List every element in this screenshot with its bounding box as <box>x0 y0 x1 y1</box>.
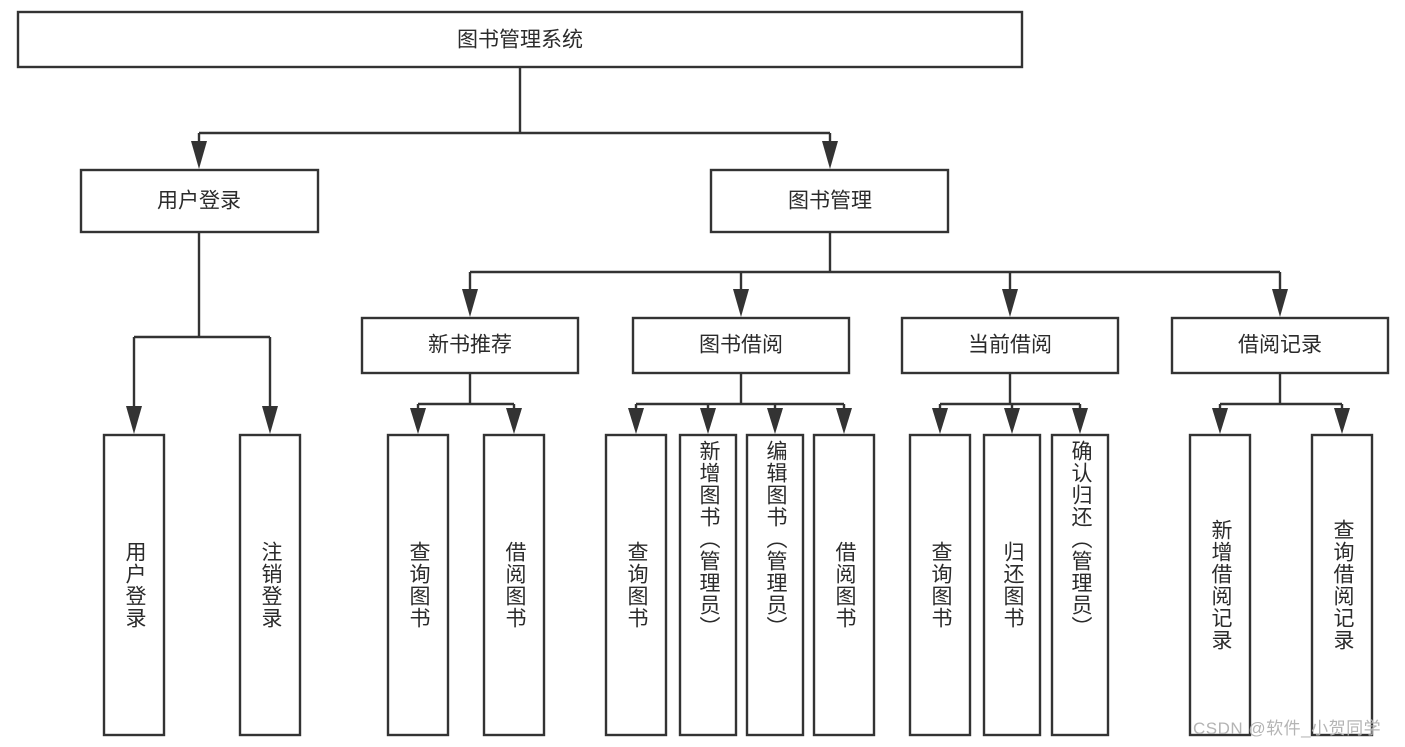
arrowhead-leaf-query-book-3 <box>932 408 948 434</box>
arrowhead-leaf-edit-book-admin <box>767 408 783 434</box>
node-root-box[interactable] <box>16 10 1024 69</box>
arrowhead-leaf-logout <box>262 406 278 434</box>
arrowhead-user-login <box>191 141 207 169</box>
node-book-manage-box[interactable] <box>709 168 950 234</box>
node-current-borrow[interactable]: 当前借阅 <box>900 316 1120 375</box>
leaf-user-login-box[interactable] <box>102 433 166 737</box>
arrowhead-leaf-borrow-book-1 <box>506 408 522 434</box>
arrowhead-book-borrow <box>733 289 749 317</box>
node-layer: 图书管理系统 用户登录 图书管理 新书推荐 图书借阅 <box>16 10 1390 737</box>
leaf-borrow-book-1-box[interactable] <box>482 433 546 737</box>
leaf-confirm-return-admin-box[interactable] <box>1050 433 1110 737</box>
leaf-query-borrow-record-box[interactable] <box>1310 433 1374 737</box>
node-user-login-label: 用户登录 <box>157 190 241 213</box>
arrowhead-borrow-record <box>1272 289 1288 317</box>
node-current-borrow-box[interactable] <box>900 316 1120 375</box>
node-user-login-box[interactable] <box>79 168 320 234</box>
node-root-label: 图书管理系统 <box>457 29 583 52</box>
node-new-book-recommend-label: 新书推荐 <box>428 334 512 357</box>
leaf-query-book-1-box[interactable] <box>386 433 450 737</box>
arrowhead-leaf-add-book-admin <box>700 408 716 434</box>
leaf-box-layer <box>102 433 1374 737</box>
arrowhead-leaf-add-borrow-record <box>1212 408 1228 434</box>
arrowhead-leaf-query-book-1 <box>410 408 426 434</box>
arrowhead-leaf-borrow-book-2 <box>836 408 852 434</box>
node-book-borrow[interactable]: 图书借阅 <box>631 316 851 375</box>
node-current-borrow-label: 当前借阅 <box>968 334 1052 357</box>
arrowhead-current-borrow <box>1002 289 1018 317</box>
arrowhead-leaf-confirm-return-admin <box>1072 408 1088 434</box>
node-book-borrow-label: 图书借阅 <box>699 334 783 357</box>
arrowhead-book-manage <box>822 141 838 169</box>
node-book-manage-label: 图书管理 <box>788 190 872 213</box>
arrowhead-leaf-user-login <box>126 406 142 434</box>
csdn-watermark: CSDN @软件_小贺同学 <box>1193 719 1382 738</box>
leaf-edit-book-admin-box[interactable] <box>745 433 805 737</box>
leaf-return-book-box[interactable] <box>982 433 1042 737</box>
node-borrow-record[interactable]: 借阅记录 <box>1170 316 1390 375</box>
leaf-query-book-3-box[interactable] <box>908 433 972 737</box>
node-new-book-recommend-box[interactable] <box>360 316 580 375</box>
arrowhead-leaf-query-book-2 <box>628 408 644 434</box>
node-book-manage[interactable]: 图书管理 <box>709 168 950 234</box>
node-borrow-record-box[interactable] <box>1170 316 1390 375</box>
leaf-add-book-admin-box[interactable] <box>678 433 738 737</box>
leaf-add-borrow-record-box[interactable] <box>1188 433 1252 737</box>
arrowhead-leaf-return-book <box>1004 408 1020 434</box>
node-borrow-record-label: 借阅记录 <box>1238 334 1322 357</box>
node-user-login[interactable]: 用户登录 <box>79 168 320 234</box>
node-root[interactable]: 图书管理系统 <box>16 10 1024 69</box>
node-book-borrow-box[interactable] <box>631 316 851 375</box>
leaf-borrow-book-2-box[interactable] <box>812 433 876 737</box>
leaf-query-book-2-box[interactable] <box>604 433 668 737</box>
arrowhead-new-book-recommend <box>462 289 478 317</box>
connector-layer <box>126 67 1350 434</box>
arrowhead-leaf-query-borrow-record <box>1334 408 1350 434</box>
leaf-logout-box[interactable] <box>238 433 302 737</box>
node-new-book-recommend[interactable]: 新书推荐 <box>360 316 580 375</box>
